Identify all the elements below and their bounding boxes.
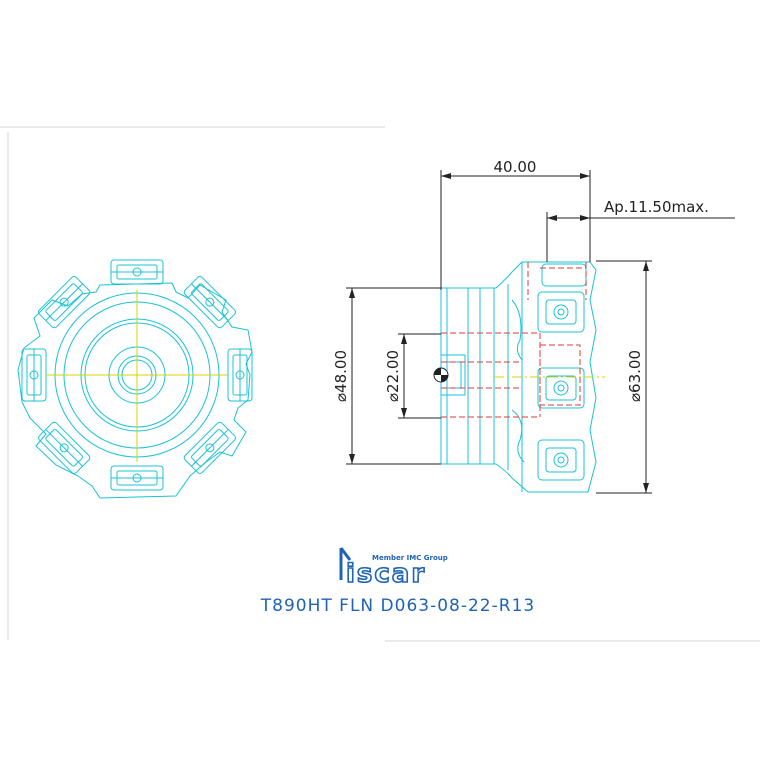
- dim-length-label: 40.00: [494, 158, 537, 176]
- shank-outline: [440, 261, 597, 493]
- insert-pocket: [21, 348, 47, 402]
- insert-pocket: [38, 421, 91, 474]
- side-insert: [537, 291, 585, 333]
- key-slot-inner: [446, 361, 462, 389]
- insert-pocket: [110, 465, 164, 491]
- frame-lines: [0, 126, 760, 642]
- dim-63-label: ⌀63.00: [626, 350, 644, 402]
- hidden-lines: [441, 262, 587, 418]
- insert-pocket: [183, 421, 236, 474]
- insert-pocket: [183, 276, 236, 329]
- dim-ap-label: Ap.11.50max.: [604, 198, 709, 216]
- insert-pocket: [110, 259, 164, 285]
- part-number: T890HT FLN D063-08-22-R13: [260, 596, 535, 616]
- bolt-symbol: [433, 367, 449, 383]
- dimension-arrows: [349, 173, 649, 493]
- logo-tagline: Member IMC Group: [372, 554, 448, 562]
- logo-brand: iscar: [346, 559, 426, 589]
- dim-48-label: ⌀48.00: [332, 350, 350, 402]
- cutter-outer-contour: [17, 282, 253, 499]
- side-inserts: [537, 263, 587, 481]
- front-view: [17, 259, 253, 499]
- side-insert: [537, 439, 585, 481]
- side-insert: [537, 367, 585, 409]
- head-flute-1: [511, 299, 523, 361]
- dimension-lines: [346, 170, 735, 494]
- dim-22-label: ⌀22.00: [384, 350, 402, 402]
- side-insert-top: [541, 263, 587, 287]
- front-centerlines: [46, 290, 228, 462]
- insert-pocket: [38, 276, 91, 329]
- logo-mark-icon: [339, 547, 352, 580]
- brand-logo: Member IMC Group iscar: [339, 547, 448, 590]
